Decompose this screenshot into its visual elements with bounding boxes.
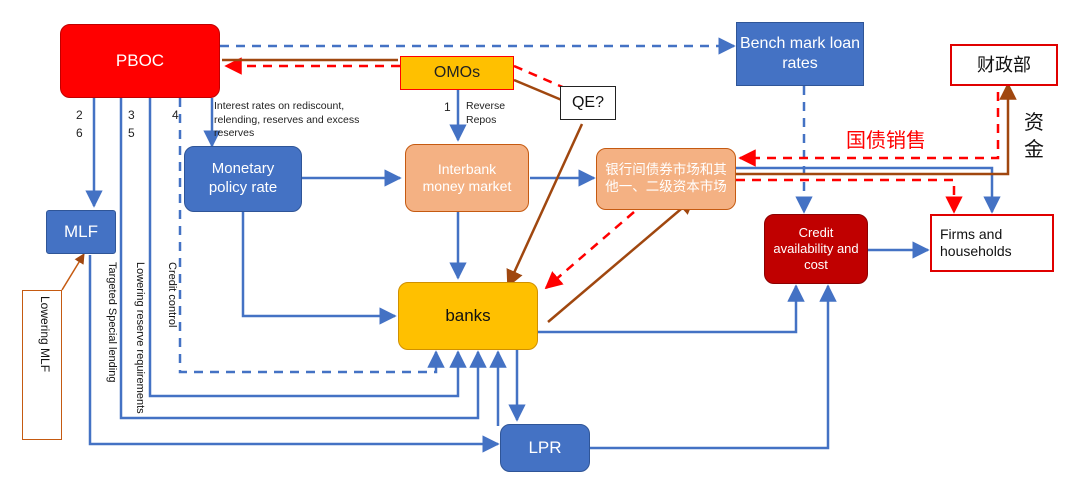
lpr-node: LPR: [500, 424, 590, 472]
credit-control-dashed: [178, 98, 445, 374]
qe-node: QE?: [560, 86, 616, 120]
bond-to-firms-dashed: [736, 178, 963, 214]
reverse-repos-number: 1: [444, 100, 451, 114]
lowering-reserve-label: Lowering reserve requirements: [134, 262, 146, 414]
ministry-of-finance-label: 财政部: [977, 54, 1031, 75]
banks-to-credit-arrow: [538, 284, 805, 334]
banks-node: banks: [398, 282, 538, 350]
lpr-to-credit-arrow: [590, 284, 837, 450]
reverse-repos-label: Reverse Repos: [466, 100, 506, 126]
omos-label: OMOs: [433, 64, 481, 81]
omos-node: OMOs: [400, 56, 514, 90]
credit-availability-label: Credit availability and cost: [773, 224, 859, 273]
ministry-of-finance-node: 财政部: [950, 44, 1058, 86]
lpr-label: LPR: [528, 438, 562, 458]
benchmark-label: Bench mark loan rates: [739, 35, 861, 72]
firms-households-label: Firms and households: [940, 225, 1012, 260]
targeted-lending-label: Targeted Special lending: [106, 262, 118, 383]
lowering-mlf-box: [22, 290, 62, 440]
mof-to-bond-market-dashed: [738, 92, 1000, 167]
qe-label: QE?: [571, 94, 604, 111]
banks-to-bond-market-brown: [547, 196, 696, 323]
monetary-policy-rate-node: Monetary policy rate: [184, 146, 302, 212]
funds-label: 资金: [1024, 112, 1044, 161]
benchmark-loan-rates-node: Bench mark loan rates: [736, 22, 864, 86]
mlf-to-lpr-arrow: [88, 255, 500, 453]
banks-label: banks: [445, 306, 491, 326]
interbank-money-market-label: Interbank money market: [422, 160, 512, 195]
firms-households-node: Firms and households: [930, 214, 1054, 272]
pboc-to-banks-path-3: [119, 98, 487, 420]
bond-market-to-banks-dashed: [544, 211, 635, 290]
path-number-5: 5: [128, 126, 135, 140]
lowering-mlf-brown-arrow: [61, 253, 85, 291]
qe-to-banks-brown: [506, 123, 584, 288]
pboc-label: PBOC: [115, 51, 165, 71]
treasury-sale-label: 国债销售: [846, 130, 926, 152]
mlf-label: MLF: [64, 222, 98, 242]
monetary-policy-rate-label: Monetary policy rate: [208, 160, 278, 196]
interbank-bond-market-node: 银行间债券市场和其他一、二级资本市场: [596, 148, 736, 210]
pboc-node: PBOC: [60, 24, 220, 98]
interbank-money-market-node: Interbank money market: [405, 144, 529, 212]
funds-brown-arrow: [736, 82, 1017, 176]
path-number-6: 6: [76, 126, 83, 140]
path-number-3: 3: [128, 108, 135, 122]
credit-availability-node: Credit availability and cost: [764, 214, 868, 284]
interest-rates-label: Interest rates on rediscount, relending,…: [214, 100, 360, 140]
interbank-bond-market-label: 银行间债券市场和其他一、二级资本市场: [605, 162, 727, 194]
lowering-mlf-label: Lowering MLF: [38, 296, 52, 373]
mlf-node: MLF: [46, 210, 116, 254]
pboc-to-banks-path-5: [148, 98, 467, 398]
credit-control-label: Credit control: [166, 262, 178, 328]
policy-rate-to-banks-arrow: [241, 212, 397, 325]
path-number-4: 4: [172, 108, 179, 122]
path-number-2: 2: [76, 108, 83, 122]
bond-market-to-firms-arrow: [736, 166, 1001, 214]
